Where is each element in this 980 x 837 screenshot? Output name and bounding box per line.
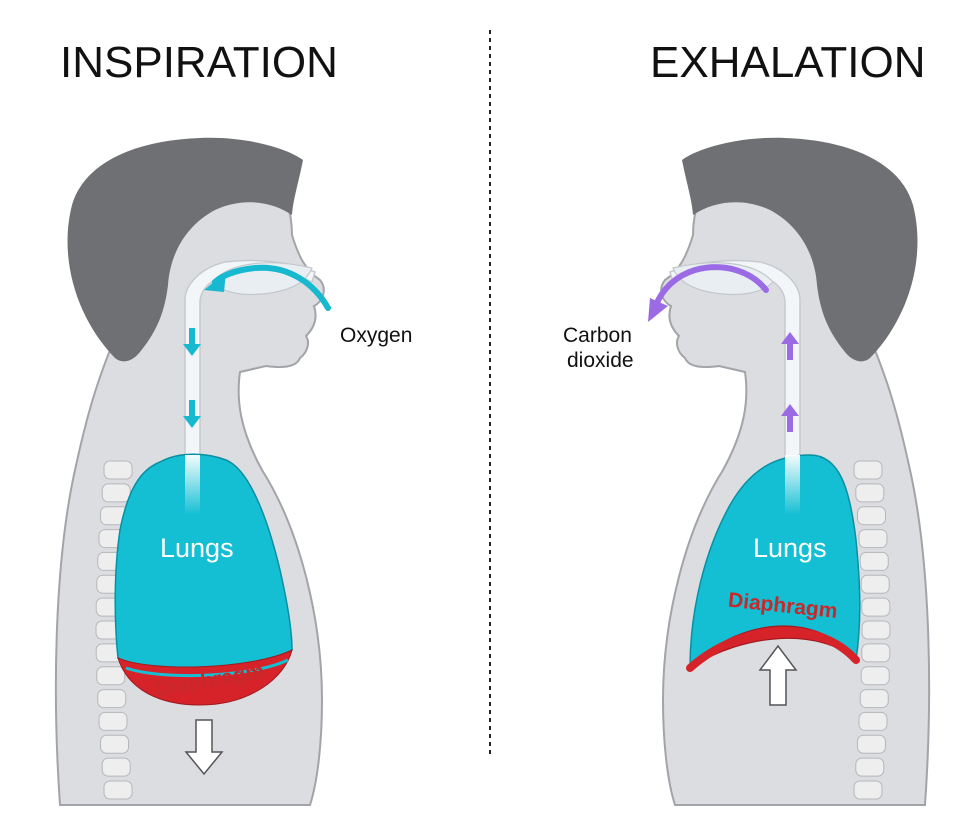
right-up-arrows bbox=[781, 332, 799, 432]
vertebra bbox=[855, 483, 885, 503]
right-hair bbox=[682, 137, 918, 362]
vertebra bbox=[861, 643, 891, 663]
vertebra bbox=[856, 734, 886, 754]
co2-arrow bbox=[653, 264, 769, 308]
exhalation-title: EXHALATION bbox=[650, 38, 925, 87]
right-trachea-fade bbox=[785, 455, 800, 515]
vertebra bbox=[858, 529, 888, 549]
carbon-dioxide-label-line1: Carbon bbox=[563, 324, 632, 347]
vertebra bbox=[855, 757, 885, 777]
right-up-arrow bbox=[758, 644, 798, 706]
vertebra bbox=[853, 460, 883, 480]
left-down-arrow bbox=[184, 719, 224, 776]
vertebra bbox=[856, 506, 886, 526]
vertebra bbox=[861, 597, 891, 617]
vertebra bbox=[853, 780, 883, 800]
right-spine bbox=[853, 460, 891, 800]
carbon-dioxide-label-line2: dioxide bbox=[567, 349, 634, 372]
co2-arrow-head bbox=[648, 298, 668, 322]
left-diaphragm-inner bbox=[125, 658, 289, 678]
right-lungs-label: Lungs bbox=[753, 533, 827, 563]
vertebra bbox=[860, 666, 890, 686]
right-diaphragm-thick bbox=[686, 626, 860, 672]
left-down-arrows bbox=[183, 328, 201, 428]
vertebra bbox=[100, 734, 130, 754]
left-diaphragm bbox=[117, 649, 293, 706]
left-trachea-fade bbox=[185, 455, 200, 515]
vertebra bbox=[103, 460, 133, 480]
vertebra bbox=[101, 757, 131, 777]
inspiration-panel: INSPIRATION Oxygen Lungs Diaphragm bbox=[54, 38, 412, 806]
vertebra bbox=[96, 666, 126, 686]
vertebra bbox=[858, 711, 888, 731]
vertebra bbox=[859, 551, 889, 571]
vertebra bbox=[103, 780, 133, 800]
oxygen-arrow-head bbox=[204, 272, 226, 292]
vertebra bbox=[859, 689, 889, 709]
left-lungs-label: Lungs bbox=[160, 533, 234, 563]
inspiration-title: INSPIRATION bbox=[60, 38, 338, 87]
exhalation-panel: EXHALATION Carbon dioxide Lungs Diaphrag… bbox=[563, 38, 931, 806]
left-hair bbox=[67, 137, 303, 362]
vertebra bbox=[861, 620, 891, 640]
vertebra bbox=[860, 574, 890, 594]
vertebra bbox=[98, 711, 128, 731]
vertebra bbox=[101, 483, 131, 503]
vertebra bbox=[97, 689, 127, 709]
oxygen-label: Oxygen bbox=[340, 324, 412, 347]
